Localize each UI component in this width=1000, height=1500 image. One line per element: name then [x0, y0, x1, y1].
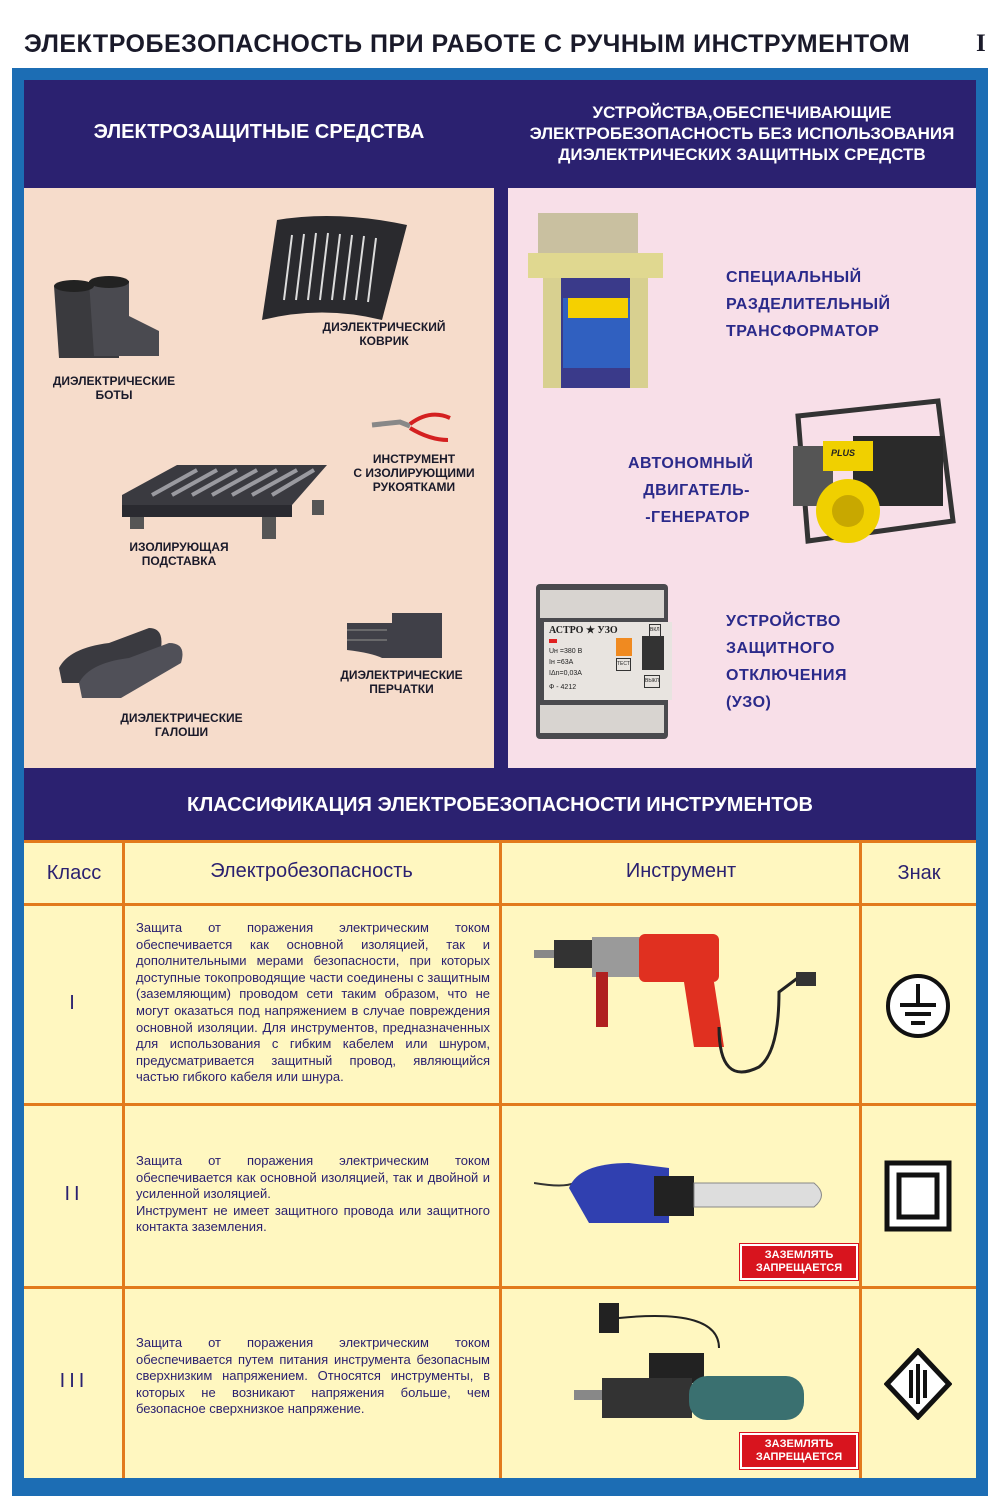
label-line: УСТРОЙСТВО [726, 613, 841, 630]
class-value: III [59, 1370, 89, 1392]
warning-line: ЗАПРЕЩАЕТСЯ [755, 1262, 843, 1274]
class-value: II [64, 1183, 84, 1205]
rcd-test-label: ТЕСТ [616, 658, 631, 671]
drill-image [534, 934, 816, 1074]
rcd-model: Ф - 4212 [549, 684, 577, 691]
dielectric-mat-image [262, 216, 407, 320]
classification-header: КЛАССИФИКАЦИЯ ЭЛЕКТРОБЕЗОПАСНОСТИ ИНСТРУ… [187, 793, 813, 816]
label-line: (УЗО) [726, 694, 772, 711]
left-section-header: ЭЛЕКТРОЗАЩИТНЫЕ СРЕДСТВА [93, 121, 425, 143]
double-insulation-sign-icon [884, 1160, 952, 1232]
class-description: Защита от поражения электрическим током … [136, 1153, 490, 1235]
safety-extra-low-voltage-sign-icon [884, 1348, 952, 1420]
chainsaw-image [534, 1163, 822, 1223]
poster-number: I [976, 30, 986, 57]
label-line: ОТКЛЮЧЕНИЯ [726, 667, 847, 684]
rcd-off-label: ВЫКЛ [644, 675, 660, 688]
insulating-stand-image [122, 465, 327, 539]
poster-title: ЭЛЕКТРОБЕЗОПАСНОСТЬ ПРИ РАБОТЕ С РУЧНЫМ … [24, 30, 911, 58]
header-line: ЭЛЕКТРОБЕЗОПАСНОСТЬ БЕЗ ИСПОЛЬЗОВАНИЯ [529, 123, 955, 143]
label-line: БОТЫ [95, 388, 133, 402]
rcd-test-button [616, 638, 632, 656]
dielectric-galoshes-image [59, 628, 183, 698]
label-line: ИЗОЛИРУЮЩАЯ [129, 540, 229, 554]
label-line: -ГЕНЕРАТОР [645, 509, 750, 526]
label-line: С ИЗОЛИРУЮЩИМИ [353, 466, 475, 480]
label-line: ПЕРЧАТКИ [369, 682, 434, 696]
dielectric-boots-image [54, 276, 159, 358]
warning-line: ЗАЗЕМЛЯТЬ [764, 1438, 834, 1450]
rotary-tool-image [574, 1303, 804, 1420]
label-line: ТРАНСФОРМАТОР [726, 323, 880, 340]
label-line: РАЗДЕЛИТЕЛЬНЫЙ [726, 296, 891, 313]
rcd-label: УСТРОЙСТВО ЗАЩИТНОГО ОТКЛЮЧЕНИЯ (УЗО) [726, 608, 847, 716]
transformer-label: СПЕЦИАЛЬНЫЙ РАЗДЕЛИТЕЛЬНЫЙ ТРАНСФОРМАТОР [726, 264, 891, 345]
label-line: ГАЛОШИ [154, 725, 209, 739]
rcd-current: Iн =63А [549, 659, 574, 666]
generator-brand: PLUS [831, 448, 856, 458]
label-line: ДИЭЛЕКТРИЧЕСКИЕ [52, 374, 176, 388]
label-line: ИНСТРУМЕНТ [372, 452, 456, 466]
label-line: ДИЭЛЕКТРИЧЕСКИЕ [120, 711, 243, 725]
class-description: Защита от поражения электрическим током … [136, 920, 490, 1085]
header-line: ДИЭЛЕКТРИЧЕСКИХ ЗАЩИТНЫХ СРЕДСТВ [558, 144, 926, 164]
rcd-voltage: Uн =380 В [549, 648, 583, 655]
label-line: ДИЭЛЕКТРИЧЕСКИЙ [322, 320, 446, 334]
ground-sign-icon [886, 974, 950, 1038]
class-description: Защита от поражения электрическим током … [136, 1335, 490, 1417]
pliers-image [371, 412, 451, 442]
label-line: КОВРИК [359, 334, 409, 348]
label-line: СПЕЦИАЛЬНЫЙ [726, 269, 862, 286]
label-line: ДИЭЛЕКТРИЧЕСКИЕ [340, 668, 463, 682]
column-header-class: Класс [46, 862, 102, 884]
devices-panel: СПЕЦИАЛЬНЫЙ РАЗДЕЛИТЕЛЬНЫЙ ТРАНСФОРМАТОР А… [508, 188, 976, 768]
header-line: УСТРОЙСТВА,ОБЕСПЕЧИВАЮЩИЕ [592, 102, 892, 122]
rcd-brand: АСТРО ★ УЗО [549, 625, 618, 636]
label-line: АВТОНОМНЫЙ [628, 455, 754, 472]
column-header-tool: Инструмент [625, 860, 737, 882]
column-header-sign: Знак [897, 862, 941, 884]
classification-table: Класс Электробезопасность Инструмент Зна… [24, 840, 976, 1478]
label-line: ДВИГАТЕЛЬ- [643, 482, 750, 499]
transformer-image [528, 213, 663, 388]
column-header-safety: Электробезопасность [210, 860, 413, 882]
generator-label: АВТОНОМНЫЙ ДВИГАТЕЛЬ- -ГЕНЕРАТОР [628, 450, 754, 531]
class-value: I [69, 992, 79, 1014]
rcd-device-image: АСТРО ★ УЗО Uн =380 В Iн =63А IΔn=0,03А … [536, 584, 672, 739]
label-line: РУКОЯТКАМИ [372, 480, 456, 494]
label-line: ЗАЩИТНОГО [726, 640, 835, 657]
rcd-lever [642, 636, 664, 670]
right-section-header: УСТРОЙСТВА,ОБЕСПЕЧИВАЮЩИЕ ЭЛЕКТРОБЕЗОПАС… [508, 96, 976, 170]
warning-line: ЗАПРЕЩАЕТСЯ [755, 1451, 843, 1463]
dielectric-gloves-image [347, 613, 442, 658]
warning-line: ЗАЗЕМЛЯТЬ [764, 1249, 834, 1261]
rcd-leakage: IΔn=0,03А [549, 670, 582, 677]
label-line: ПОДСТАВКА [141, 554, 217, 568]
generator-image: PLUS [773, 396, 958, 556]
rcd-on-label: ВКЛ [649, 624, 661, 637]
